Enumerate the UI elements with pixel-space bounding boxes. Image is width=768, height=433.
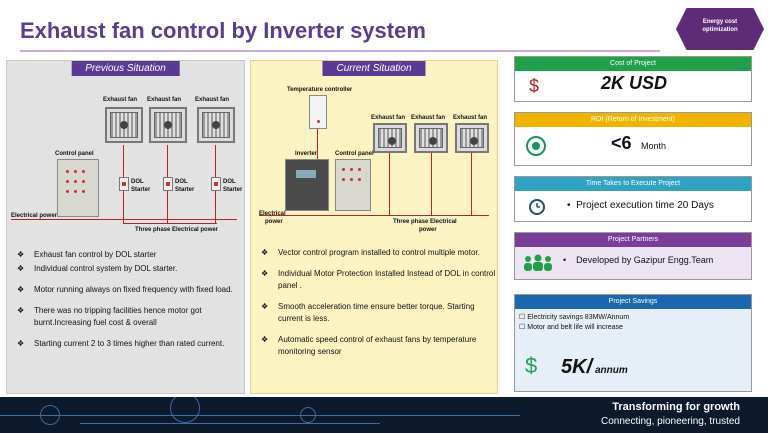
electrical-power-label: Electrical power [11,213,58,219]
list-item: ❖Starting current 2 to 3 times higher th… [17,339,225,348]
execution-time-text: • Project execution time 20 Days [567,200,714,211]
exhaust-fan-icon [149,107,187,143]
fan-label-3: Exhaust fan [195,97,230,103]
list-item: ❖Individual Motor Protection Installed I… [261,269,496,290]
project-partners-card: Project Partners • Developed by Gazipur … [514,232,752,280]
fan-label-1: Exhaust fan [103,97,138,103]
starter-label: Starter [223,187,243,193]
roi-gauge-icon [526,136,546,156]
wire [317,129,318,173]
exhaust-fan-icon [455,123,489,153]
dol-label: DOL [223,179,236,185]
project-savings-card: Project Savings ☐ Electricity savings 83… [514,294,752,392]
three-phase-label: Three phase Electrical power [135,227,219,233]
power-line [11,219,237,220]
roi-value: <6 [611,133,632,153]
electrical-label: Electrical [259,211,286,217]
previous-situation-label: Previous Situation [71,61,180,76]
dol-starter-icon [163,177,173,191]
list-item: ❖Automatic speed control of exhaust fans… [261,335,477,356]
partners-text: • Developed by Gazipur Engg.Team [563,255,714,265]
inverter-icon [285,159,329,211]
list-item: ❖Motor running always on fixed frequency… [17,285,233,294]
badge-line-2: optimization [702,27,738,33]
team-icon [524,254,552,271]
fan-label-3: Exhaust fan [453,115,488,121]
circuit-trace [80,423,380,424]
savings-item: ☐ Motor and belt life will increase [519,324,623,331]
footer-banner: Transforming for growth Connecting, pion… [0,397,768,433]
card-header: Project Savings [515,295,751,309]
circuit-trace [0,415,520,416]
fan-label-1: Exhaust fan [371,115,406,121]
current-situation-label: Current Situation [322,61,426,76]
exhaust-fan-icon [373,123,407,153]
alarm-clock-icon [529,199,545,215]
card-header: ROI (Return of Investment) [515,113,751,127]
three-phase-power-label: power [419,227,437,233]
wire [471,153,472,215]
card-header: Cost of Project [515,57,751,71]
footer-subtagline: Connecting, pioneering, trusted [601,416,740,427]
dollar-icon: $ [525,353,538,378]
dollar-icon: $ [529,76,540,96]
cost-value: 2K USD [601,73,668,93]
control-panel-label: Control panel [335,151,374,157]
dol-label: DOL [131,179,144,185]
execution-time-card: Time Takes to Execute Project • Project … [514,176,752,222]
control-panel-icon [57,159,99,217]
savings-item: ☐ Electricity savings 83MW/Annum [519,314,630,321]
list-item: ❖Smooth acceleration time ensure better … [261,302,475,323]
dol-label: DOL [175,179,188,185]
wire [389,153,390,215]
badge-line-1: Energy cost [702,19,738,25]
current-bullet-list: ❖Vector control program installed to con… [261,247,497,367]
title-divider [20,50,660,52]
savings-unit: annum [595,365,628,376]
temperature-controller-label: Temperature controller [287,87,353,93]
previous-bullet-list: ❖Exhaust fan control by DOL starter ❖Ind… [17,249,243,359]
temperature-controller-icon [309,95,327,129]
card-header: Project Partners [515,233,751,247]
power-line [123,223,217,224]
list-item: ❖Vector control program installed to con… [261,248,480,257]
starter-label: Starter [175,187,195,193]
power-label: power [265,219,283,225]
cost-of-project-card: Cost of Project $ 2K USD [514,56,752,102]
footer-tagline: Transforming for growth [612,401,740,413]
current-situation-panel: Current Situation Temperature controller… [250,60,498,394]
fan-label-2: Exhaust fan [411,115,446,121]
wire [431,153,432,215]
card-header: Time Takes to Execute Project [515,177,751,191]
list-item: ❖There was no tripping facilities hence … [17,306,202,327]
roi-unit: Month [641,141,667,151]
dol-starter-icon [119,177,129,191]
inverter-label: Inverter [295,151,318,157]
exhaust-fan-icon [414,123,448,153]
three-phase-label: Three phase Electrical [393,219,457,225]
list-item: ❖Individual control system by DOL starte… [17,264,178,273]
list-item: ❖Exhaust fan control by DOL starter [17,250,157,259]
control-panel-icon [335,159,371,211]
energy-cost-badge: Energy cost optimization [676,8,764,50]
page-title: Exhaust fan control by Inverter system [20,18,426,43]
roi-card: ROI (Return of Investment) <6 Month [514,112,752,166]
circuit-decoration [170,397,200,423]
control-panel-label: Control panel [55,151,94,157]
previous-situation-panel: Previous Situation Exhaust fan Exhaust f… [6,60,245,394]
power-line [259,215,489,216]
exhaust-fan-icon [197,107,235,143]
exhaust-fan-icon [105,107,143,143]
fan-label-2: Exhaust fan [147,97,182,103]
starter-label: Starter [131,187,151,193]
dol-starter-icon [211,177,221,191]
savings-value: 5K/ [561,356,593,378]
